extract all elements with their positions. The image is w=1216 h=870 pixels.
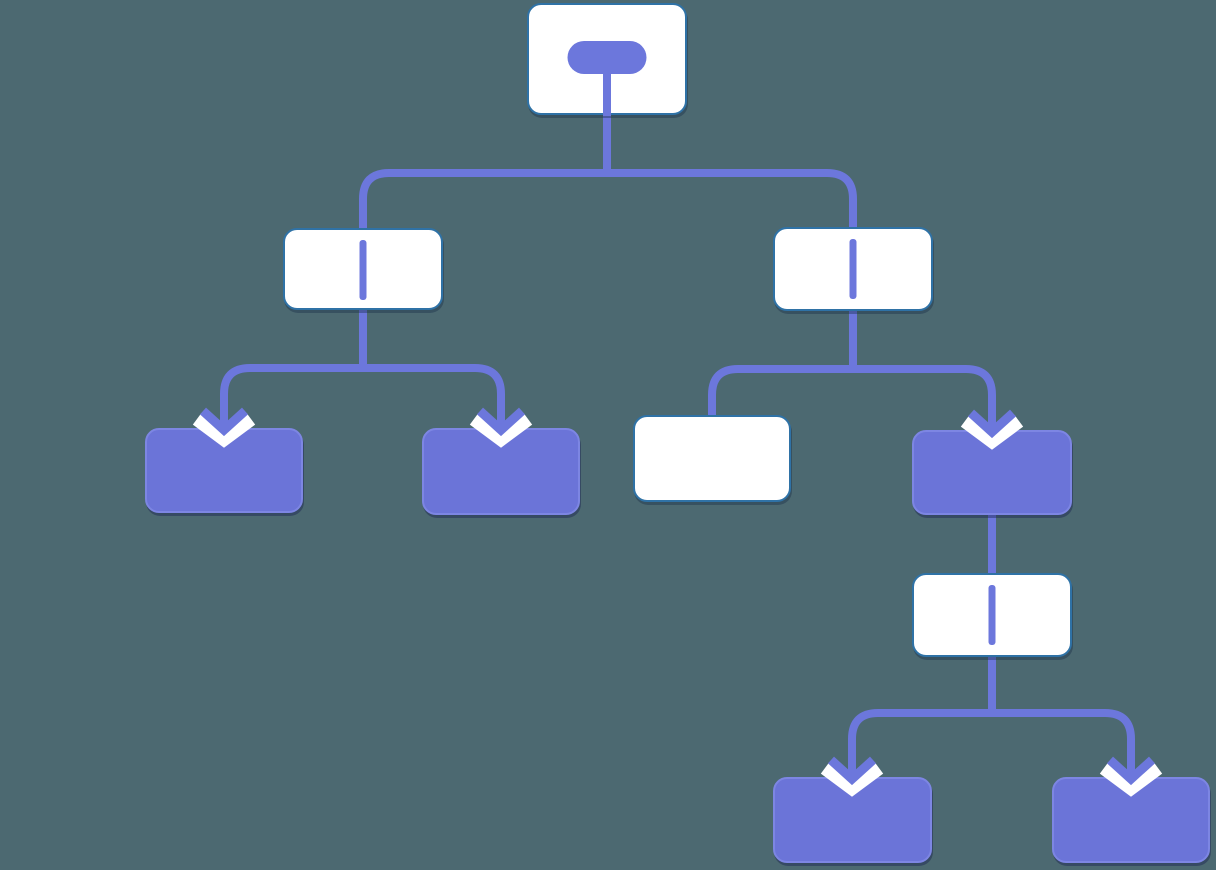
root-pill-icon [567, 41, 647, 74]
node-divider-bar [849, 239, 857, 299]
node-branch-right[interactable] [773, 227, 933, 311]
node-plain[interactable] [633, 415, 791, 502]
node-leaf-3[interactable] [912, 430, 1072, 515]
node-branch-bottom[interactable] [912, 573, 1072, 657]
node-branch-left[interactable] [283, 228, 443, 310]
root-pill-stem [603, 69, 611, 116]
node-leaf-5[interactable] [1052, 777, 1210, 863]
node-leaf-1[interactable] [145, 428, 303, 513]
node-leaf-4[interactable] [773, 777, 932, 863]
node-root[interactable] [527, 3, 687, 116]
node-leaf-2[interactable] [422, 428, 580, 515]
node-divider-bar [359, 240, 367, 300]
node-divider-bar [988, 585, 996, 645]
